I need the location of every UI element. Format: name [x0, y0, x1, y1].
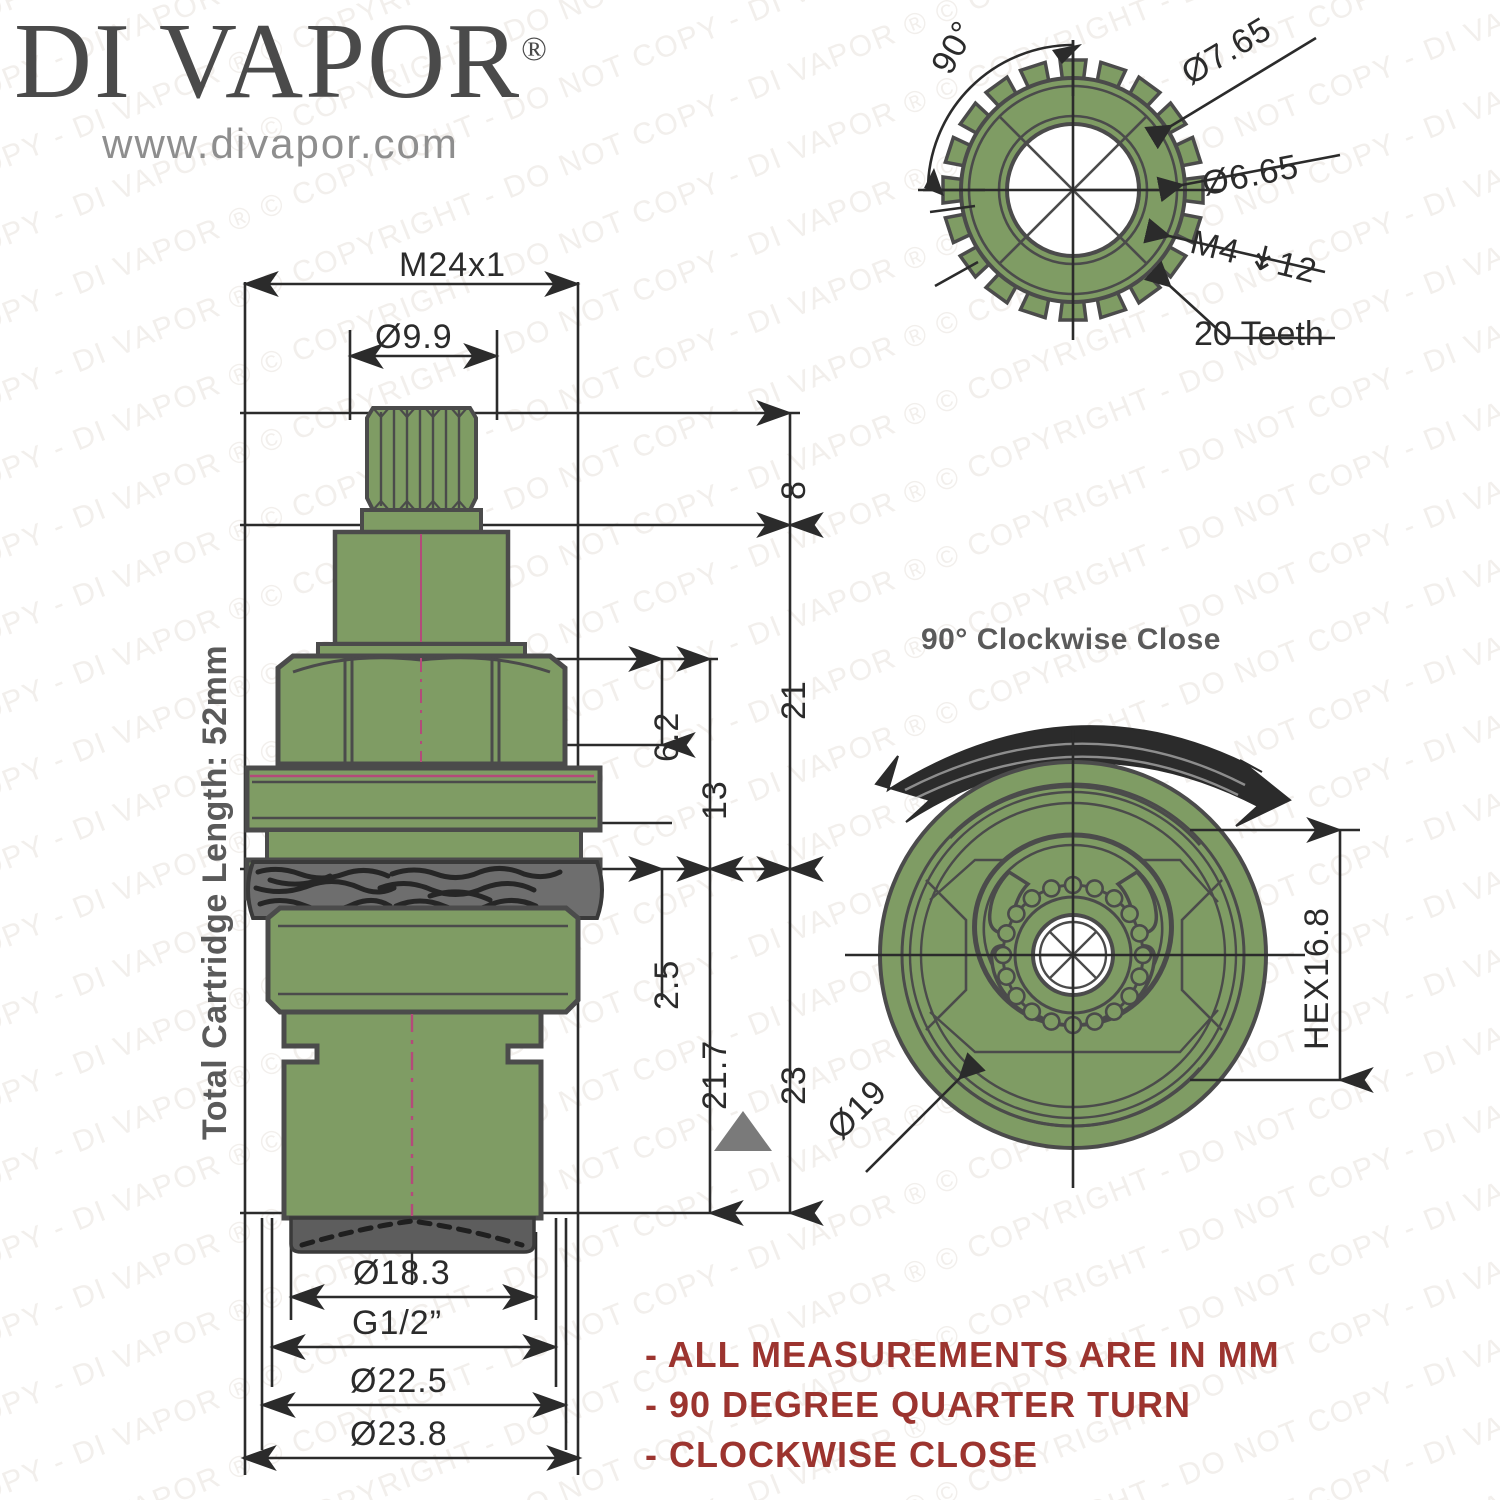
spline-top: [365, 406, 478, 512]
brand-name: DI VAPOR®: [14, 2, 548, 121]
label-teeth-count: 20 Teeth: [1194, 315, 1324, 353]
leader-inner-dia: [1156, 153, 1341, 203]
seal-collar: [265, 905, 581, 1015]
lower-body: [281, 1009, 544, 1221]
mid-flange: [265, 828, 583, 862]
dim-height-21: 21: [775, 680, 813, 720]
dim-height-8: 8: [775, 480, 813, 500]
dim-base-22-5: Ø22.5: [350, 1362, 448, 1400]
leader-screw: [1143, 218, 1326, 274]
spline-collar: [360, 508, 483, 534]
brand-logo: DI VAPOR® www.divapor.com: [14, 8, 547, 168]
datum-triangle-icon: [714, 1111, 772, 1151]
note-line-1: - ALL MEASUREMENTS ARE IN MM: [645, 1334, 1280, 1375]
dim-height-13: 13: [696, 780, 734, 820]
clockwise-arrow-icon: [874, 725, 1292, 827]
dim-height-21-7: 21.7: [696, 1039, 734, 1110]
brand-website: www.divapor.com: [102, 120, 459, 167]
dim-height-2-5: 2.5: [648, 959, 686, 1010]
dim-height-6-2: 6.2: [648, 711, 686, 762]
dim-m24x1: M24x1: [399, 246, 507, 284]
spline-gear-detail: [918, 36, 1341, 340]
dim-base-thread: G1/2”: [352, 1304, 443, 1342]
leader-outer-dia: [1144, 36, 1317, 150]
cartridge-front-view: [244, 406, 604, 1285]
dim-bottom-hex: HEX16.8: [1298, 906, 1336, 1050]
cartridge-length-title: Total Cartridge Length: 52mm: [196, 644, 234, 1140]
registered-trademark-icon: ®: [521, 31, 548, 68]
base-cap: [289, 1216, 536, 1254]
leader-bottom-dia: [865, 1052, 986, 1173]
leader-teeth: [1143, 260, 1335, 340]
cartridge-bottom-view: [845, 725, 1374, 1188]
dim-height-23: 23: [775, 1065, 813, 1105]
note-line-2: - 90 DEGREE QUARTER TURN: [645, 1384, 1192, 1425]
dim-spline-diameter: Ø9.9: [375, 318, 453, 356]
dim-base-18-3: Ø18.3: [353, 1254, 451, 1292]
bottom-view-title: 90° Clockwise Close: [921, 623, 1221, 656]
upper-flange: [244, 765, 603, 833]
note-line-3: - CLOCKWISE CLOSE: [645, 1434, 1038, 1475]
threaded-band: [246, 860, 604, 920]
dim-base-23-8: Ø23.8: [350, 1415, 448, 1453]
dimension-lines: [240, 271, 824, 1475]
